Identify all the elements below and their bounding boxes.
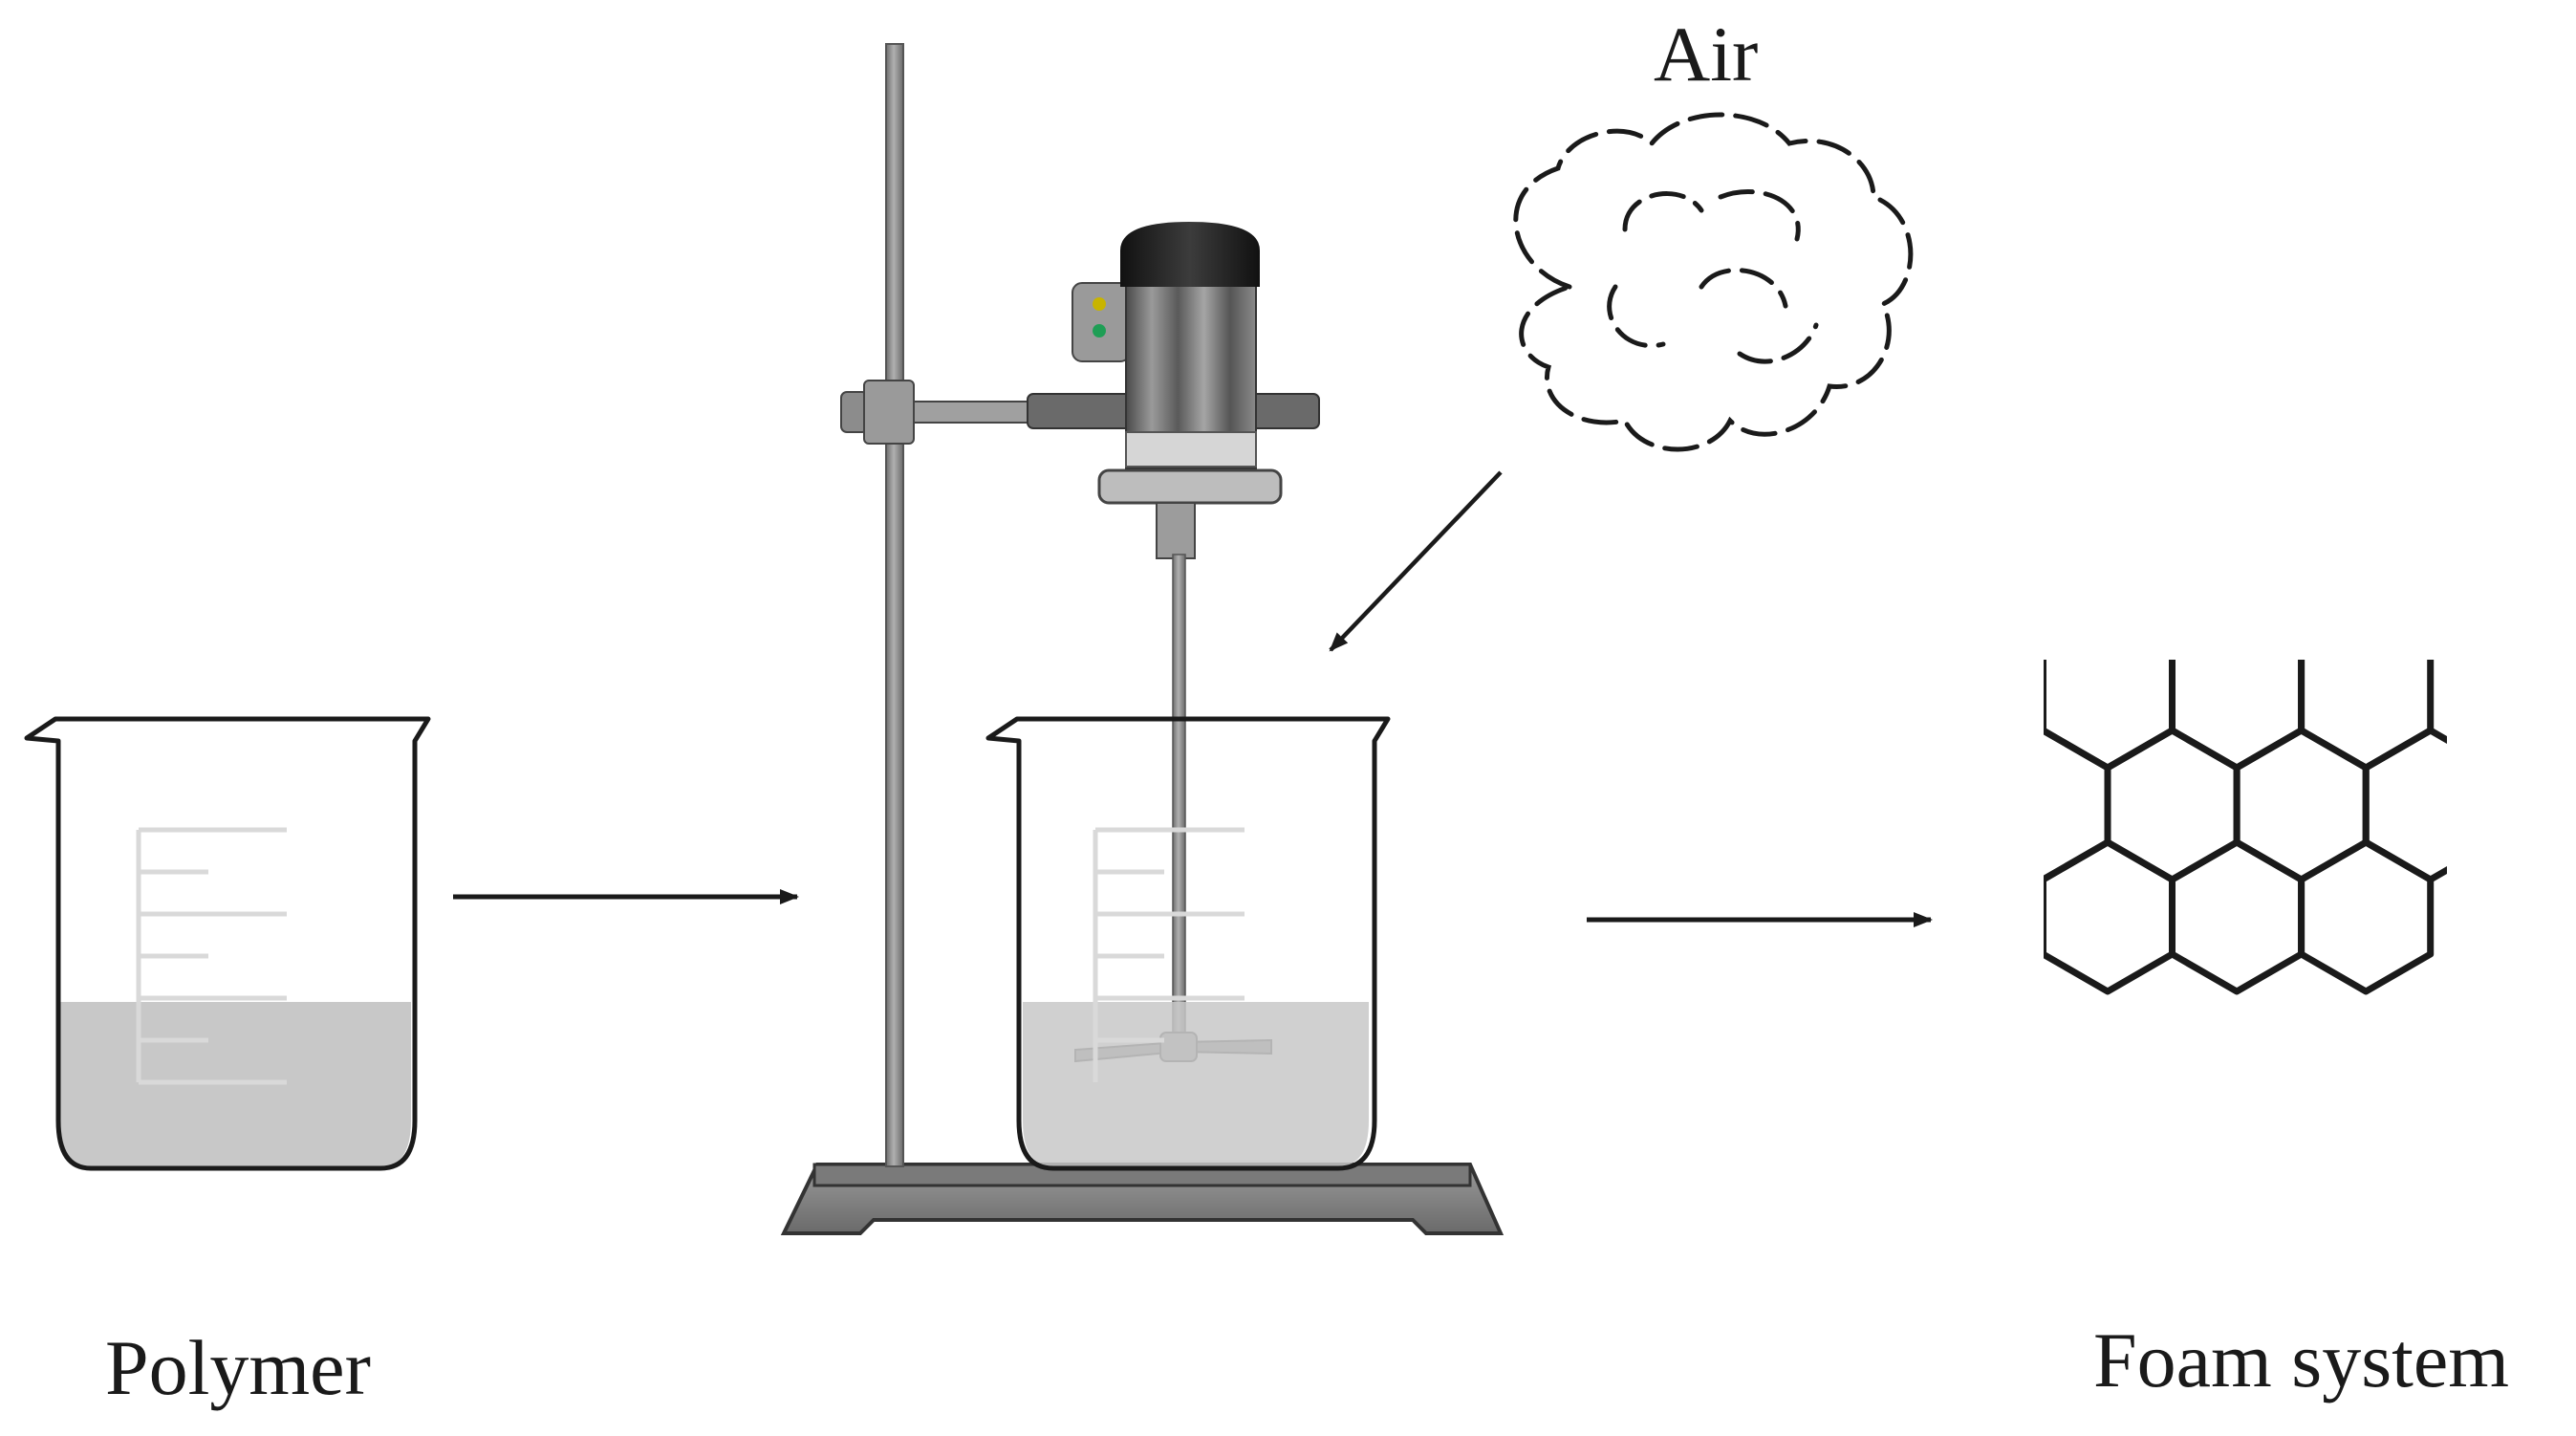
foam-cell bbox=[2298, 838, 2435, 995]
polymer-beaker bbox=[24, 716, 431, 1171]
overhead-stirrer-icon bbox=[1072, 222, 1283, 1063]
air-arrow bbox=[1329, 470, 1503, 652]
foam-cell bbox=[2044, 838, 2176, 995]
beaker-icon bbox=[985, 716, 1391, 1171]
scale-marks bbox=[136, 827, 287, 1085]
motor-collar bbox=[1125, 431, 1257, 468]
stirrer-shaft bbox=[1172, 554, 1186, 1045]
foam-system-label: Foam system bbox=[2093, 1316, 2509, 1403]
foam-structure bbox=[2044, 660, 2447, 995]
scale-marks bbox=[1093, 827, 1245, 1082]
beaker-icon bbox=[24, 716, 431, 1171]
chuck-ring bbox=[1097, 468, 1283, 505]
mixing-beaker bbox=[985, 716, 1391, 1171]
beaker-outline bbox=[985, 716, 1391, 1171]
honeycomb-foam-icon bbox=[2044, 660, 2447, 995]
clamp-block bbox=[863, 380, 915, 445]
motor-top bbox=[1120, 222, 1260, 287]
stand-rod bbox=[885, 43, 904, 1167]
chuck bbox=[1156, 502, 1196, 559]
control-knob-top bbox=[1093, 297, 1106, 311]
polymer-label: Polymer bbox=[105, 1324, 371, 1411]
clamp-arm bbox=[913, 401, 1035, 424]
control-box bbox=[1072, 282, 1131, 362]
foam-cell bbox=[2169, 838, 2305, 995]
mixing-liquid bbox=[1023, 1002, 1369, 1166]
air-cloud bbox=[1513, 112, 1914, 452]
control-knob-bottom bbox=[1093, 324, 1106, 337]
cloud-icon bbox=[1513, 112, 1914, 452]
air-label: Air bbox=[1654, 11, 1758, 98]
beaker-outline bbox=[24, 716, 431, 1171]
